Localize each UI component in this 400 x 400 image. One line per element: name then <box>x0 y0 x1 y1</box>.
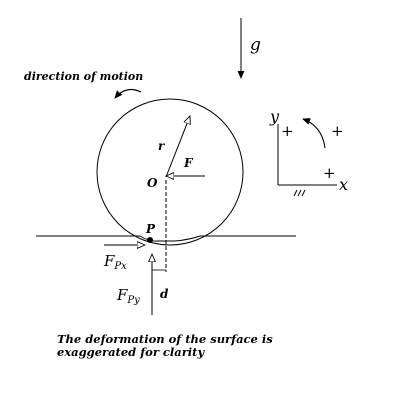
fpx-label: FPx <box>103 252 127 272</box>
rotation-direction-arrow <box>115 88 142 98</box>
direction-of-motion-label: direction of motion <box>24 70 143 83</box>
positive-rotation-sign: + <box>331 122 344 140</box>
offset-label: d <box>160 287 169 301</box>
force-label: F <box>183 156 194 170</box>
fpx-label-sub: Px <box>113 261 127 272</box>
center-label: O <box>147 176 158 190</box>
ground-hatch-1 <box>293 189 298 197</box>
ground-surface-line <box>36 235 296 242</box>
fpx-label-main: F <box>103 252 115 270</box>
ground-hatch-2 <box>297 189 302 197</box>
positive-x-sign: + <box>323 164 336 182</box>
gravity-label: g <box>250 35 261 55</box>
fpy-label-sub: Py <box>126 295 140 306</box>
y-axis-label: y <box>269 107 280 126</box>
x-axis-label: x <box>339 175 348 194</box>
positive-rotation-arrow <box>303 119 326 149</box>
contact-point-dot <box>147 237 153 243</box>
fpy-label: FPy <box>116 286 140 306</box>
radius-label: r <box>158 139 166 153</box>
contact-point-label: P <box>145 222 156 236</box>
wheel-circle <box>96 98 244 246</box>
fpy-label-main: F <box>116 286 128 304</box>
note-line-2: exaggerated for clarity <box>57 345 205 359</box>
note-line-1: The deformation of the surface is <box>57 332 273 346</box>
radius-arrow <box>165 116 190 178</box>
ground-hatch-3 <box>301 189 306 197</box>
positive-y-sign: + <box>281 122 294 140</box>
